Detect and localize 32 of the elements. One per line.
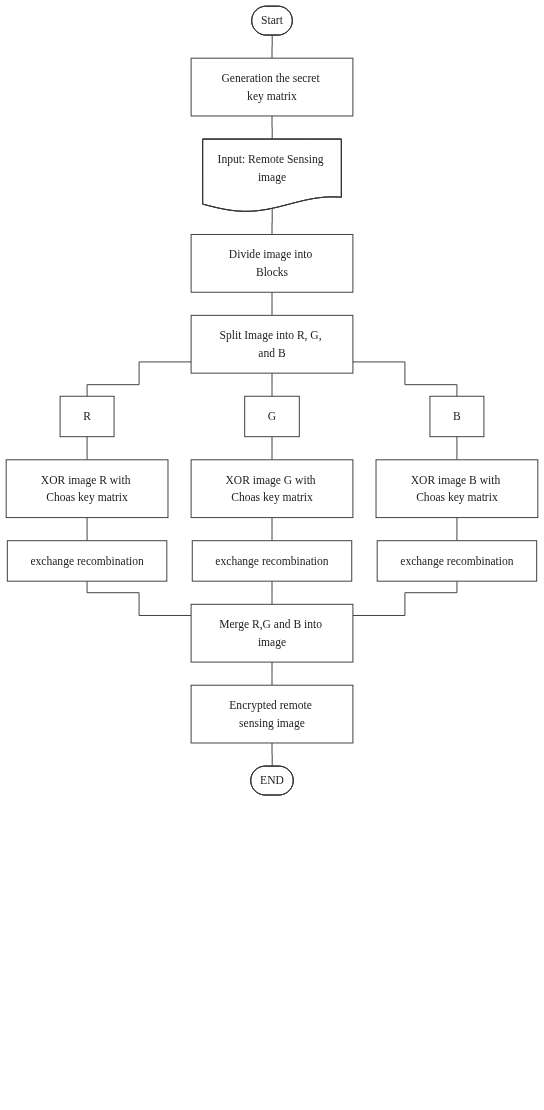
node-box: G <box>244 395 300 438</box>
connector <box>271 436 273 461</box>
connector <box>352 580 458 616</box>
connector <box>271 115 273 140</box>
connector <box>86 517 88 542</box>
node-box: R <box>59 395 115 438</box>
node-box: exchange recombination <box>376 540 538 582</box>
connector <box>271 35 273 59</box>
node-box: Merge R,G and B into image <box>190 603 354 663</box>
node-box: B <box>429 395 485 438</box>
node-box: XOR image G with Choas key matrix <box>190 459 354 519</box>
node-box: Generation the secret key matrix <box>190 57 354 117</box>
connector <box>86 580 192 616</box>
connector <box>271 291 273 316</box>
node-box: Encrypted remote sensing image <box>190 684 354 744</box>
connector <box>271 208 273 235</box>
connector <box>86 361 192 397</box>
connector <box>271 742 273 767</box>
connector <box>352 361 458 397</box>
node-box: exchange recombination <box>6 540 168 582</box>
connector <box>271 517 273 542</box>
node-box: Divide image into Blocks <box>190 233 354 293</box>
connector <box>456 517 458 542</box>
node-box: exchange recombination <box>191 540 353 582</box>
node-box: XOR image R with Choas key matrix <box>5 459 169 519</box>
connector <box>271 580 273 605</box>
node-box: XOR image B with Choas key matrix <box>375 459 539 519</box>
connector <box>456 436 458 461</box>
connector <box>271 372 273 397</box>
connector <box>271 661 273 686</box>
connector <box>86 436 88 461</box>
node-box: Split Image into R, G, and B <box>190 314 354 374</box>
